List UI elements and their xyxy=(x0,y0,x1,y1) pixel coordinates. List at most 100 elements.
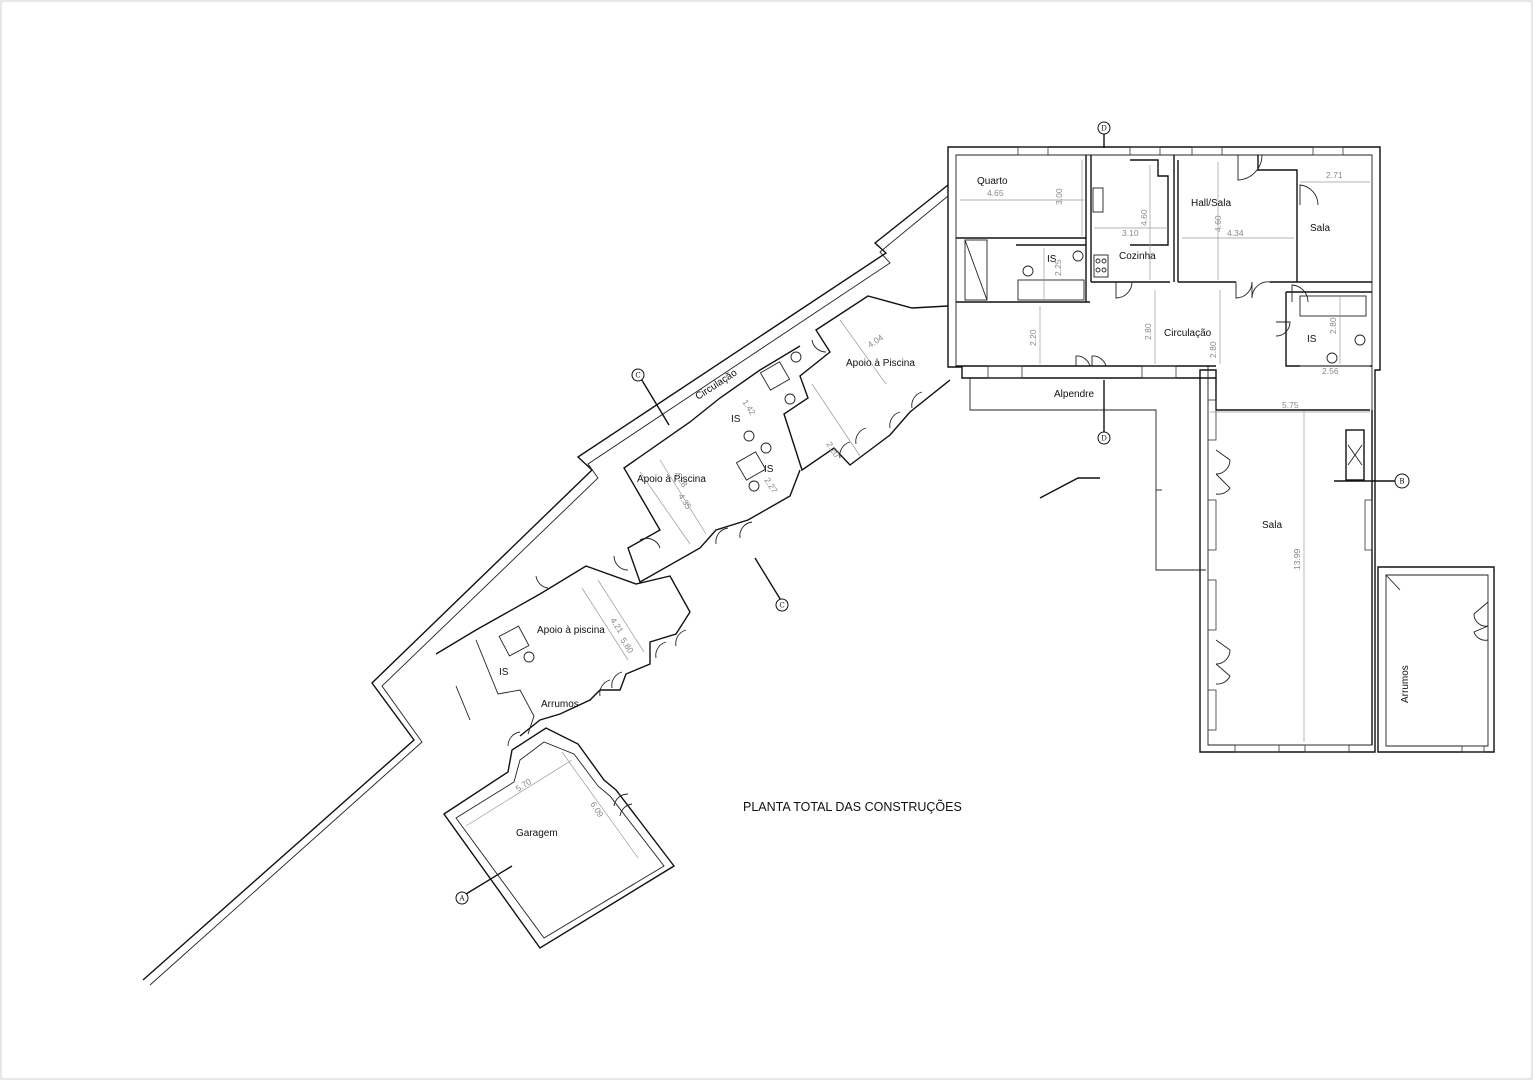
room-label-apoio-1: Apoio à Piscina xyxy=(846,358,915,369)
arrumos-annex xyxy=(1377,566,1495,753)
room-label-quarto: Quarto xyxy=(977,176,1008,187)
dim-quarto-h: 3.00 xyxy=(1054,188,1064,205)
dim-apoio3-b: 5.80 xyxy=(618,636,636,656)
wall-kitchen-block xyxy=(1130,159,1169,246)
room-label-garagem: Garagem xyxy=(516,828,558,839)
dim-apoio1-w: 4.04 xyxy=(866,332,886,350)
toilet xyxy=(1022,265,1034,277)
circulacao-outer xyxy=(142,184,949,981)
garagem-inner xyxy=(455,741,665,939)
shower-box xyxy=(964,239,988,301)
dim-garagem-w: 5.70 xyxy=(514,776,534,794)
arrumos-door-2 xyxy=(1473,601,1489,627)
dim-apoio3-a: 4.21 xyxy=(608,616,626,636)
stove xyxy=(1093,254,1109,278)
dim-is-diag-b: 1.42 xyxy=(740,398,758,418)
windows-main xyxy=(987,146,1373,753)
section-marker-garagem xyxy=(455,891,469,905)
fireplace xyxy=(1345,429,1365,481)
burner xyxy=(1101,267,1107,273)
plan-title: PLANTA TOTAL DAS CONSTRUÇÕES xyxy=(743,799,962,814)
room-label-circulacao: Circulação xyxy=(1164,328,1212,339)
kitchen-sink xyxy=(1092,187,1104,213)
cut-indicator-courtyard xyxy=(1039,477,1100,499)
arrumos-door xyxy=(1385,574,1401,591)
doors-diagonal xyxy=(455,339,923,817)
burner xyxy=(1101,258,1107,264)
is-toilet-5 xyxy=(748,480,760,492)
circulacao-inner xyxy=(149,195,949,986)
apoio2-walls xyxy=(623,345,801,584)
burner xyxy=(1095,267,1101,273)
dim-is-h: 2.25 xyxy=(1053,259,1063,276)
apoio3-inner xyxy=(475,639,535,735)
section-marker-top xyxy=(1097,121,1111,135)
dim-garagem-h: 6.09 xyxy=(588,800,606,820)
room-label-arrumos-diag: Arrumos xyxy=(541,699,579,710)
section-cuts: D D B C C A xyxy=(455,121,1410,905)
is-box-2 xyxy=(735,451,767,481)
is-toilet-3 xyxy=(743,430,755,442)
dim-sala-small-w: 2.71 xyxy=(1326,170,1343,180)
dim-circ-b: 2.80 xyxy=(1143,323,1153,340)
alpendre-outline xyxy=(969,378,1206,571)
room-labels: Quarto IS Cozinha Hall/Sala Sala Circula… xyxy=(499,176,1411,839)
wall-hall-east xyxy=(1257,155,1298,282)
section-marker-right-label: B xyxy=(1399,478,1404,486)
apoio1-walls xyxy=(783,295,951,472)
dim-circ-a: 2.20 xyxy=(1028,329,1038,346)
arrumos-outer xyxy=(1377,566,1495,753)
section-marker-diag-upper-label: C xyxy=(635,372,640,380)
room-label-apoio-2: Apoio à Piscina xyxy=(637,474,706,485)
cut-line-diag-upper xyxy=(639,376,670,426)
dimensions-diagonal xyxy=(465,319,887,859)
dim-apoio1-h: 2.20 xyxy=(824,440,842,460)
section-marker-diag-mid xyxy=(775,598,789,612)
dim-is-diag-a: 2.27 xyxy=(762,476,780,496)
section-marker-alpendre xyxy=(1097,431,1111,445)
room-label-arrumos-right: Arrumos xyxy=(1400,665,1411,703)
section-marker-alpendre-label: D xyxy=(1101,435,1107,443)
room-label-sala-small: Sala xyxy=(1310,223,1330,234)
room-label-is-diag-3: IS xyxy=(499,667,509,678)
dim-sala-large-h: 13.99 xyxy=(1292,548,1302,570)
toilet-right xyxy=(1326,352,1338,364)
garagem-gate xyxy=(603,883,635,903)
is-box-1 xyxy=(759,361,791,391)
room-label-circulacao-diag: Circulação xyxy=(694,367,740,402)
dim-sala-large-w: 5.75 xyxy=(1282,400,1299,410)
room-label-alpendre: Alpendre xyxy=(1054,389,1094,400)
doors-main xyxy=(1075,154,1319,685)
is-toilet-4 xyxy=(760,442,772,454)
arrumos-inner xyxy=(1385,574,1489,747)
room-label-is-house: IS xyxy=(1047,254,1057,265)
dim-circ-c: 2.80 xyxy=(1208,341,1218,358)
burner xyxy=(1095,258,1101,264)
cut-line-diag-mid xyxy=(754,557,783,603)
bathtub-right xyxy=(1299,295,1367,317)
room-label-apoio-3: Apoio à piscina xyxy=(537,625,605,636)
is-box-3 xyxy=(498,625,530,657)
room-label-cozinha: Cozinha xyxy=(1119,251,1156,262)
dim-quarto-w: 4.65 xyxy=(987,188,1004,198)
bathtub xyxy=(1017,279,1085,301)
sink-right xyxy=(1354,334,1366,346)
is-toilet-1 xyxy=(790,351,802,363)
sink xyxy=(1072,250,1084,262)
cut-line-garagem xyxy=(465,865,513,895)
garagem-outer xyxy=(443,727,676,949)
wall-quarto-south xyxy=(956,237,1087,302)
diagonal-wing xyxy=(142,184,951,986)
section-marker-top-label: D xyxy=(1101,125,1107,133)
section-marker-diag-mid-label: C xyxy=(779,602,784,610)
dim-is-right-w: 2.56 xyxy=(1322,366,1339,376)
dim-cozinha-h: 4.60 xyxy=(1139,209,1149,226)
main-house xyxy=(947,146,1381,753)
main-house-inner-wall xyxy=(955,154,1373,746)
room-label-is-diag-1: IS xyxy=(731,414,741,425)
room-label-sala-large: Sala xyxy=(1262,520,1282,531)
dim-hall-w: 4.34 xyxy=(1227,228,1244,238)
dim-apoio2-b: 4.35 xyxy=(676,492,694,512)
is-toilet-6 xyxy=(523,651,535,663)
